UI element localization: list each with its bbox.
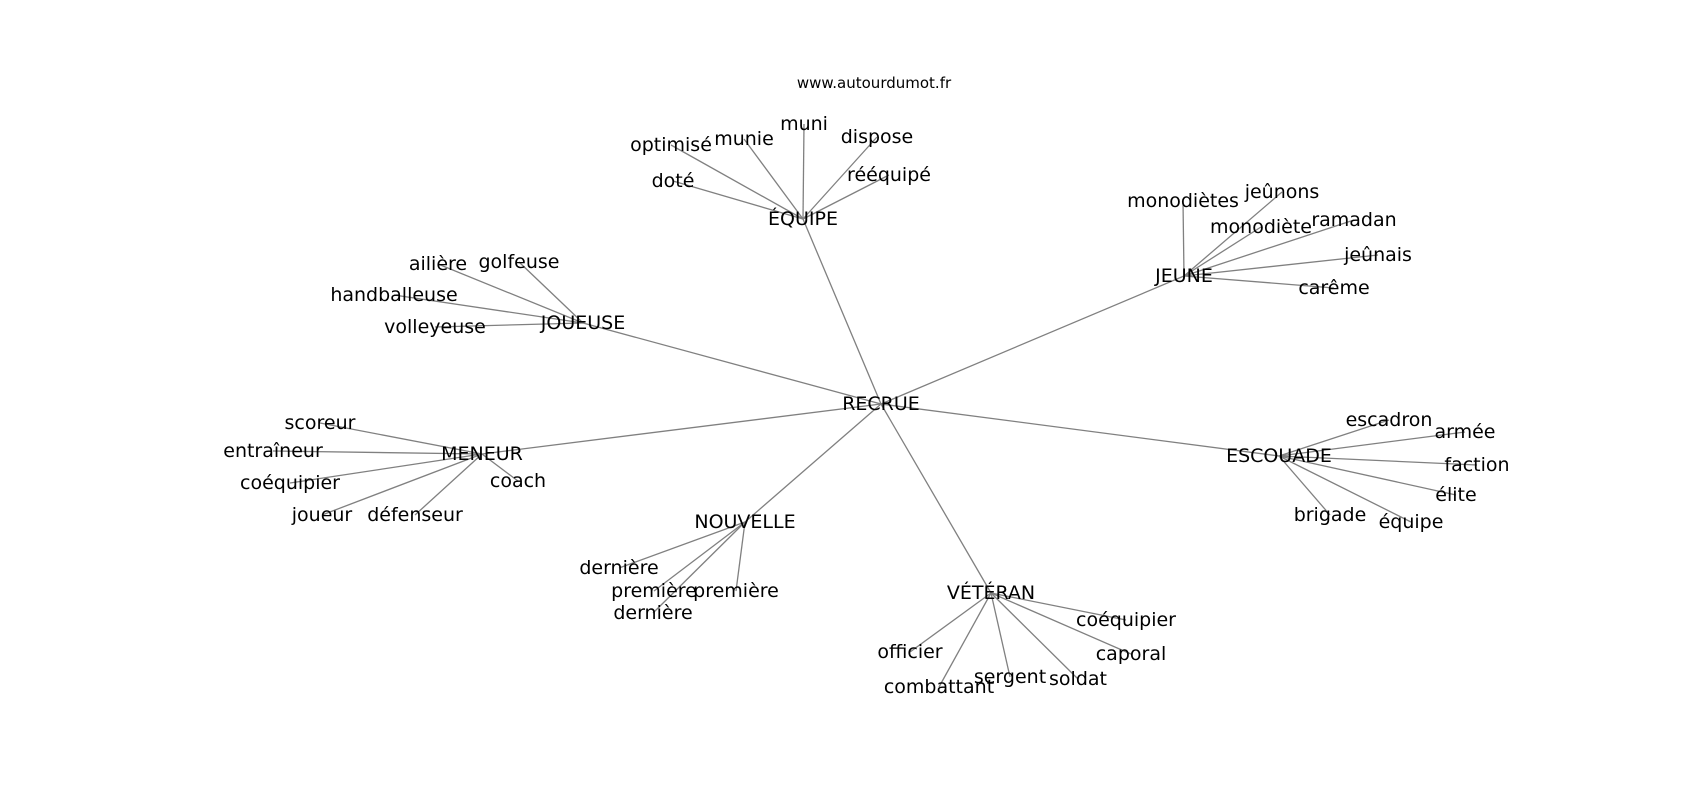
leaf-node-label: scoreur: [285, 412, 356, 434]
edge-hub-leaf: [735, 521, 746, 592]
leaf-node-label: escadron: [1346, 409, 1433, 431]
leaf-node-label: jeûnons: [1244, 181, 1320, 203]
leaf-node-label: combattant: [884, 676, 994, 698]
leaf-node-label: dispose: [841, 126, 914, 148]
edge-hub-leaf: [618, 521, 746, 569]
edge-center-hub: [880, 403, 992, 594]
leaf-node-label: handballeuse: [330, 284, 457, 306]
edge-hub-leaf: [1278, 431, 1466, 457]
edge-hub-leaf: [652, 521, 746, 614]
edge-hub-leaf: [990, 592, 1127, 621]
edge-center-hub: [880, 403, 1280, 457]
edge-hub-leaf: [518, 261, 584, 324]
edge-hub-leaf: [289, 453, 483, 484]
leaf-node-label: brigade: [1294, 504, 1367, 526]
edge-hub-leaf: [743, 138, 804, 220]
leaf-node-label: doté: [652, 170, 695, 192]
hub-node-label: VÉTÉRAN: [947, 581, 1035, 604]
leaf-node-label: muni: [780, 113, 828, 135]
edge-hub-leaf: [909, 592, 992, 653]
edge-hub-leaf: [393, 294, 584, 324]
leaf-node-label: entraîneur: [223, 440, 323, 462]
leaf-node-label: officier: [877, 641, 942, 663]
leaf-node-label: jeûnais: [1343, 244, 1412, 266]
edge-hub-leaf: [938, 592, 992, 688]
edge-hub-leaf: [672, 180, 804, 220]
leaf-node-label: munie: [714, 128, 774, 150]
hub-node-label: MENEUR: [441, 443, 523, 465]
edge-hub-leaf: [1183, 275, 1335, 289]
leaf-node-label: volleyeuse: [384, 316, 486, 338]
leaf-node-label: dernière: [613, 602, 692, 624]
leaf-node-label: faction: [1444, 454, 1509, 476]
leaf-node-label: rééquipé: [847, 164, 931, 186]
leaf-node-label: ailière: [409, 253, 467, 275]
edge-center-hub: [880, 275, 1185, 405]
edge-hub-leaf: [1182, 200, 1185, 277]
edge-hub-leaf: [670, 144, 804, 220]
edge-hub-leaf: [1183, 254, 1379, 277]
edge-hub-leaf: [319, 422, 483, 455]
leaf-node-label: caporal: [1096, 643, 1167, 665]
edge-hub-leaf: [434, 322, 584, 328]
edge-center-hub: [481, 403, 882, 455]
edge-hub-leaf: [437, 263, 584, 324]
watermark: www.autourdumot.fr: [797, 74, 952, 92]
edge-hub-leaf: [802, 174, 890, 220]
edge-hub-leaf: [1278, 419, 1390, 457]
leaf-node-label: sergent: [974, 666, 1046, 688]
leaf-node-label: équipe: [1379, 511, 1444, 533]
edge-hub-leaf: [990, 592, 1132, 655]
hub-node-label: NOUVELLE: [694, 511, 795, 533]
edge-hub-leaf: [321, 453, 483, 516]
edge-hub-leaf: [481, 453, 519, 482]
edge-center-hub: [582, 322, 882, 405]
edge-hub-leaf: [272, 450, 483, 455]
edge-hub-leaf: [1183, 191, 1283, 277]
edge-hub-leaf: [1183, 226, 1262, 277]
leaf-node-label: carême: [1298, 277, 1369, 299]
leaf-node-label: optimisé: [630, 134, 712, 156]
leaf-node-label: monodiètes: [1127, 190, 1239, 212]
leaf-node-label: coéquipier: [240, 472, 340, 494]
edge-hub-leaf: [1278, 455, 1457, 496]
leaf-node-label: première: [611, 580, 697, 602]
edge-hub-leaf: [414, 453, 483, 516]
edge-hub-leaf: [1278, 455, 1331, 516]
hub-node-label: JEUNE: [1154, 265, 1213, 287]
edge-hub-leaf: [802, 136, 878, 220]
hub-node-label: ESCOUADE: [1226, 445, 1332, 467]
leaf-node-label: coéquipier: [1076, 609, 1176, 631]
hub-node-label: ÉQUIPE: [768, 207, 838, 230]
leaf-node-label: ramadan: [1311, 209, 1396, 231]
leaf-node-label: coach: [490, 470, 546, 492]
edge-hub-leaf: [990, 592, 1079, 680]
leaf-node-label: défenseur: [367, 504, 463, 526]
edge-hub-leaf: [1278, 455, 1412, 523]
leaf-node-label: dernière: [579, 557, 658, 579]
edges-layer: [272, 123, 1478, 688]
edge-hub-leaf: [990, 592, 1011, 678]
leaf-node-label: golfeuse: [479, 251, 560, 273]
leaf-node-label: soldat: [1049, 668, 1107, 690]
leaf-node-label: joueur: [291, 504, 353, 526]
leaf-node-label: armée: [1434, 421, 1495, 443]
edge-hub-leaf: [1278, 455, 1478, 466]
edge-hub-leaf: [1183, 219, 1355, 277]
leaf-node-label: monodiète: [1210, 216, 1312, 238]
leaf-node-label: élite: [1435, 484, 1476, 506]
center-node-label: RECRUE: [842, 393, 920, 415]
leaf-node-label: première: [693, 580, 779, 602]
edge-hub-leaf: [802, 123, 805, 220]
hub-node-label: JOUEUSE: [540, 312, 625, 334]
edge-center-hub: [744, 403, 882, 523]
edge-center-hub: [802, 218, 882, 405]
edge-hub-leaf: [653, 521, 746, 592]
labels-layer: www.autourdumot.fr RECRUE ÉQUIPE optimisé…: [223, 74, 1509, 698]
